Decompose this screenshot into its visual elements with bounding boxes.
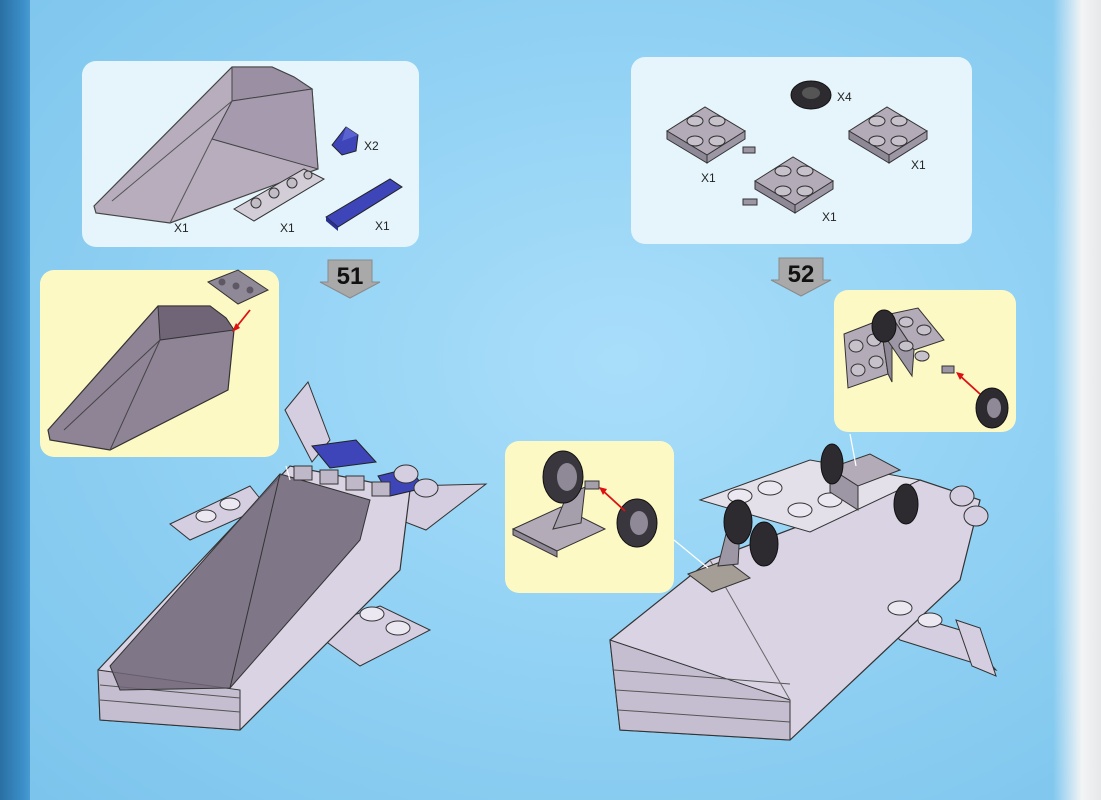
step-52-number-badge: 52 [770,257,832,297]
wheel-plate-illustration [843,307,1009,429]
part-qty-label: X4 [837,90,852,104]
hinge-plate-icon [206,269,270,305]
shuttle-model-51 [97,381,488,731]
wheel-part-icon [790,80,832,110]
down-arrow-icon [770,257,832,297]
callout-leader-line [673,539,709,569]
red-arrow-icon [600,488,626,512]
stand-wheel-illustration [511,450,658,558]
step-51-parts-panel: X2 X1 X1 X1 [82,61,419,247]
callout-leader-line [285,465,291,481]
windscreen-attach-illustration [47,269,270,451]
step-52-stand-callout [505,441,674,593]
hinge-plate-part-icon [233,168,326,222]
part-qty-label: X1 [822,210,837,224]
blue-slope-part-icon [331,126,359,156]
callout-leader-line [849,433,857,467]
step-52-parts-illustration [666,80,928,214]
part-qty-label: X1 [375,219,390,233]
part-qty-label: X2 [364,139,379,153]
page-edge [1053,0,1101,800]
axle-plate-part-icon [666,106,756,164]
step-51-parts-illustration [93,66,403,231]
part-qty-label: X1 [911,158,926,172]
step-51-number: 51 [336,263,364,290]
part-qty-label: X1 [174,221,189,235]
step-52-number: 52 [787,261,815,288]
step-51-model-illustration [97,381,488,731]
plate-part-icon [848,106,928,164]
part-qty-label: X1 [701,171,716,185]
step-52-parts-panel: X4 X1 X1 X1 [631,57,972,244]
step-51-number-badge: 51 [319,259,381,299]
blue-tile-part-icon [325,178,403,231]
step-52-wheel-callout [834,290,1016,432]
windscreen-part-icon [93,66,319,224]
part-qty-label: X1 [280,221,295,235]
down-arrow-icon [319,259,381,299]
shuttle-model-52 [609,433,998,741]
step-51-callout [40,269,279,457]
axle-plate-part-icon [742,156,834,214]
step-52-model-illustration [609,433,998,741]
